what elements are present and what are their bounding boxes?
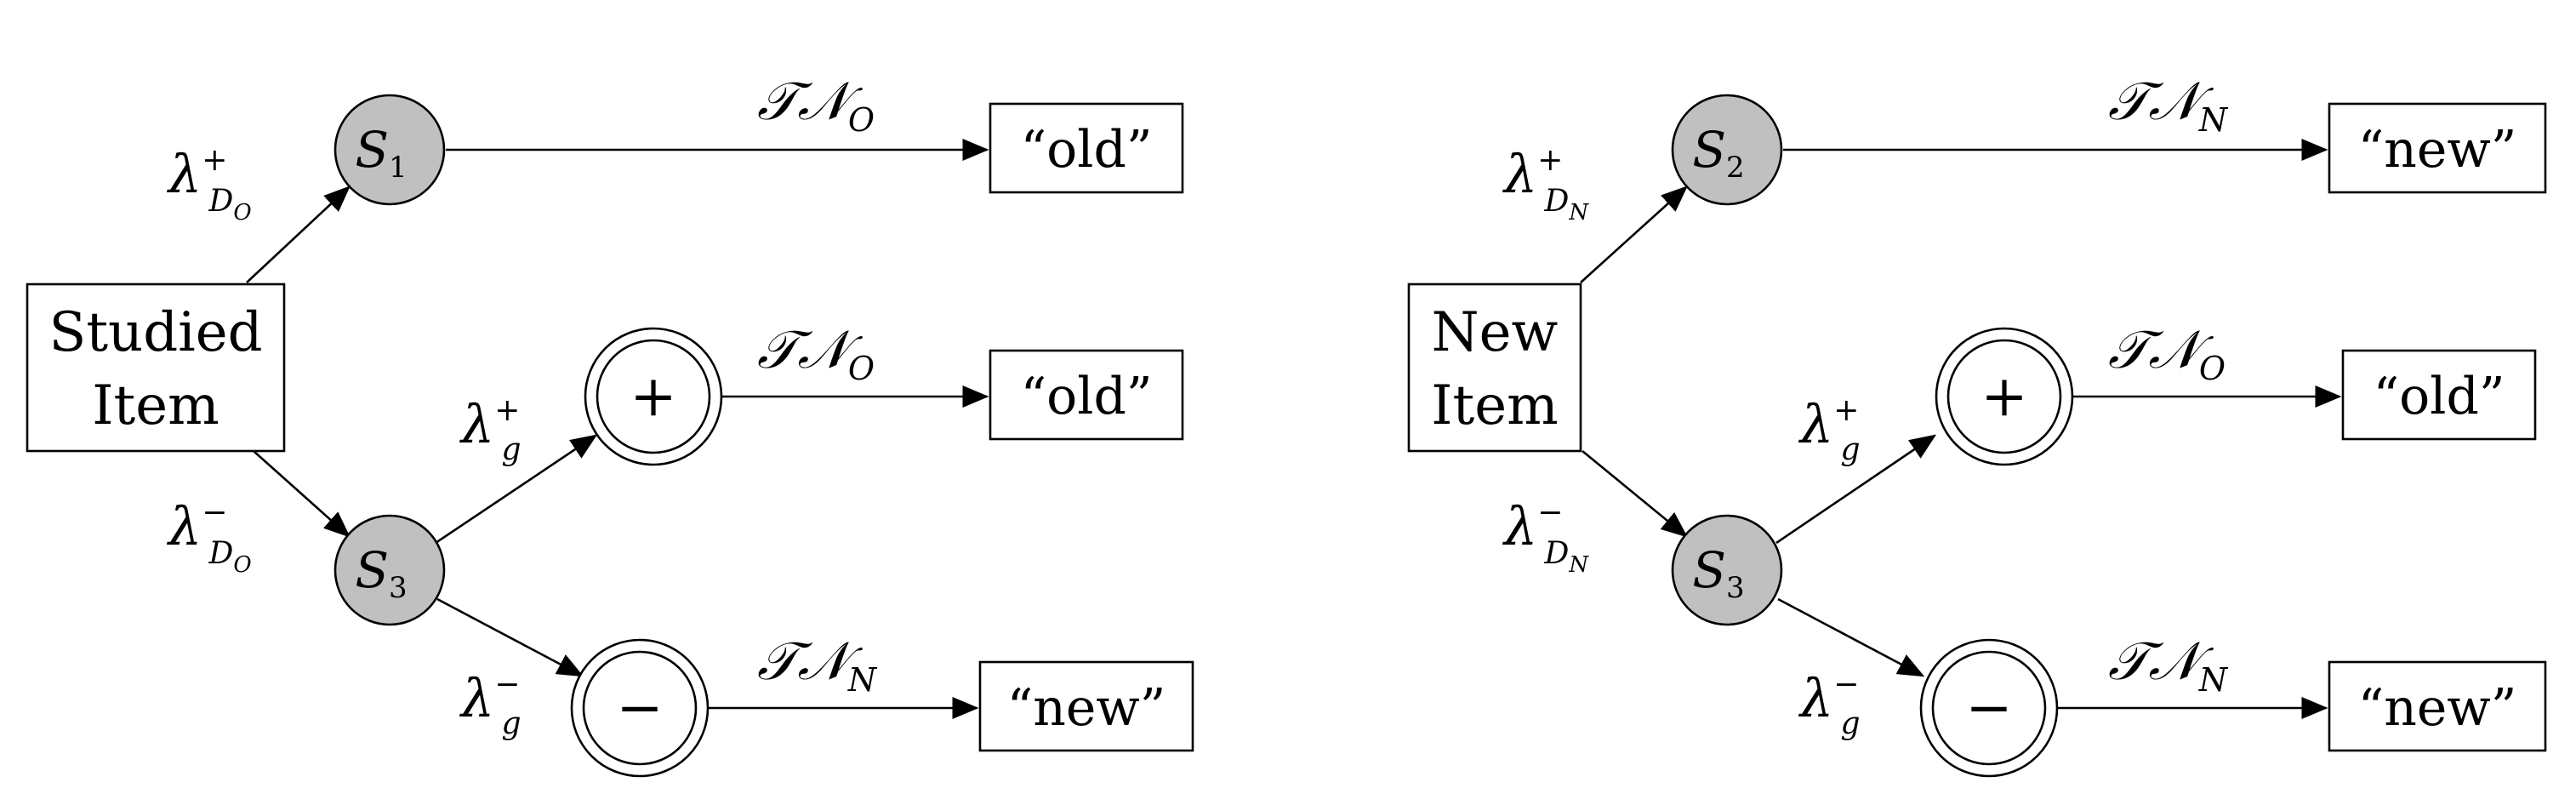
time-label-minus: 𝒯𝒩N xyxy=(2108,630,2229,699)
edge-s3-to-plus xyxy=(435,434,598,545)
time-label-minus: 𝒯𝒩N xyxy=(757,630,878,699)
plus-node-inner xyxy=(1946,339,2062,454)
start-label-line1: New xyxy=(1432,301,1559,364)
rate-label-top: λ+DO xyxy=(166,143,252,226)
start-label-line1: Studied xyxy=(48,301,262,364)
state-s3-label: S3 xyxy=(1692,541,1744,605)
plus-node-inner xyxy=(596,339,711,454)
state-s1-label: S1 xyxy=(355,121,407,185)
state-node-s1 xyxy=(333,94,446,206)
response-top-label: “new” xyxy=(2358,120,2517,180)
plus-symbol: + xyxy=(1980,363,2027,429)
response-box-minus xyxy=(978,660,1194,752)
response-plus-label: “old” xyxy=(2373,367,2505,426)
time-label-top: 𝒯𝒩N xyxy=(2108,70,2229,139)
rate-label-plus: λ+g xyxy=(459,393,521,467)
right-diagram: New Item S2 S3 + − “new” “old” “new” λ+D… xyxy=(1407,70,2547,778)
start-box-studied-item xyxy=(26,283,286,453)
state-s2-label: S2 xyxy=(1692,121,1744,185)
rate-label-mid: λ−DN xyxy=(1502,495,1589,578)
rate-label-plus: λ+g xyxy=(1798,393,1861,467)
minus-symbol: − xyxy=(1965,675,2012,740)
edge-studied-to-s1 xyxy=(246,186,350,283)
rate-label-top: λ+DN xyxy=(1502,143,1589,226)
response-box-plus xyxy=(989,349,1184,441)
rate-label-mid: λ−DO xyxy=(166,495,252,578)
time-label-plus: 𝒯𝒩O xyxy=(2108,318,2226,387)
edge-new-to-s2 xyxy=(1580,186,1688,283)
time-label-plus: 𝒯𝒩O xyxy=(757,318,875,387)
edge-studied-to-s3 xyxy=(253,450,350,538)
start-label-line2: Item xyxy=(1431,374,1559,437)
left-diagram: Studied Item S1 S3 + − “old” “old” “new”… xyxy=(26,70,1194,778)
start-label-line2: Item xyxy=(92,374,219,437)
minus-node-inner xyxy=(1931,650,2047,766)
state-s3-label: S3 xyxy=(355,541,407,605)
rate-label-minus: λ−g xyxy=(459,667,521,741)
response-minus-label: “new” xyxy=(2358,678,2517,738)
edge-s3-to-minus xyxy=(436,597,584,677)
state-node-s3 xyxy=(333,514,446,626)
state-node-s3 xyxy=(1671,514,1783,626)
response-box-top xyxy=(2328,102,2547,194)
start-box-new-item xyxy=(1407,283,1582,453)
minus-node-inner xyxy=(582,650,698,766)
rate-label-minus: λ−g xyxy=(1798,667,1861,741)
edge-s3-to-minus xyxy=(1777,597,1925,677)
edge-s3-to-plus xyxy=(1775,434,1937,545)
response-minus-label: “new” xyxy=(1007,678,1166,738)
plus-symbol: + xyxy=(630,363,676,429)
time-label-top: 𝒯𝒩O xyxy=(757,70,875,139)
response-box-minus xyxy=(2328,660,2547,752)
response-box-plus xyxy=(2341,349,2537,441)
response-plus-label: “old” xyxy=(1020,367,1152,426)
response-box-top xyxy=(989,102,1184,194)
minus-symbol: − xyxy=(616,675,663,740)
state-node-s2 xyxy=(1671,94,1783,206)
edge-new-to-s3 xyxy=(1582,449,1689,538)
response-top-label: “old” xyxy=(1020,120,1152,180)
